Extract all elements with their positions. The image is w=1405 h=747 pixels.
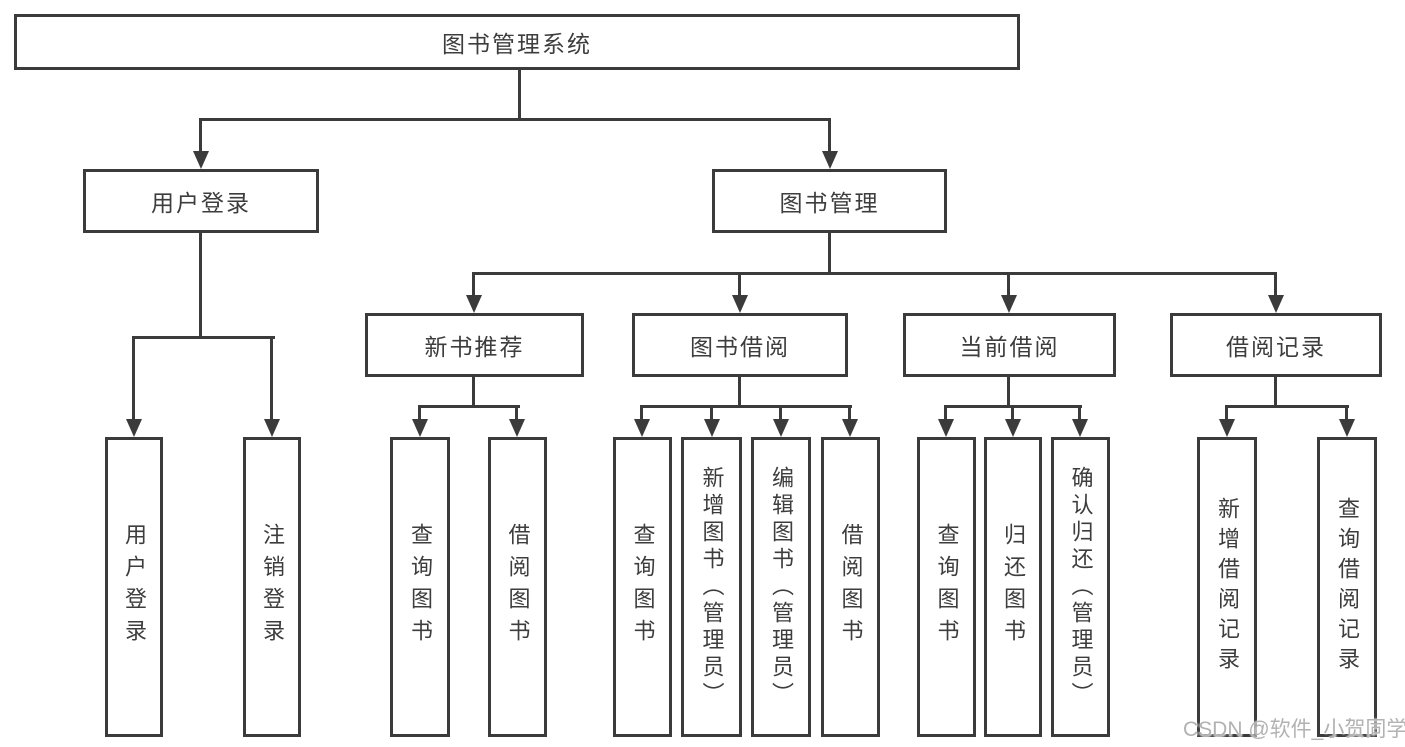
leaf-query-books-borrow: 查询图书 (613, 437, 672, 737)
connector-vline (1345, 405, 1348, 420)
arrow-down-icon (822, 151, 838, 169)
connector-vline (779, 405, 782, 420)
node-label: 用户登录 (151, 190, 251, 216)
connector-hline (134, 336, 275, 339)
arrow-down-icon (634, 419, 650, 437)
connector-vline (132, 336, 135, 420)
connector-vline (518, 70, 521, 120)
connector-vline (1007, 377, 1010, 405)
node-library-system: 图书管理系统 (14, 14, 1020, 70)
node-label: 图书管理 (779, 190, 880, 216)
watermark: CSDN @软件_小贺同学 (1183, 718, 1405, 741)
node-label: 查询图书 (630, 523, 656, 651)
arrow-down-icon (732, 295, 748, 313)
arrow-down-icon (1005, 419, 1021, 437)
connector-hline (199, 118, 831, 121)
arrow-down-icon (193, 151, 209, 169)
node-label: 用户登录 (122, 523, 147, 651)
arrow-down-icon (1072, 419, 1088, 437)
connector-hline (642, 405, 852, 408)
connector-vline (738, 377, 741, 405)
connector-vline (848, 405, 851, 420)
connector-vline (738, 272, 741, 296)
node-borrowing-records: 借阅记录 (1170, 313, 1382, 377)
connector-vline (1078, 405, 1081, 420)
leaf-return-books: 归还图书 (984, 437, 1042, 737)
node-label: 借阅图书 (505, 523, 531, 651)
arrow-down-icon (466, 295, 482, 313)
node-label: 新增图书（管理员） (699, 465, 725, 709)
connector-hline (1227, 405, 1349, 408)
connector-vline (828, 233, 831, 272)
leaf-logout: 注销登录 (243, 437, 301, 737)
leaf-edit-books-admin: 编辑图书（管理员） (751, 437, 811, 737)
leaf-add-books-admin: 新增图书（管理员） (681, 437, 742, 737)
leaf-confirm-return-admin: 确认归还（管理员） (1051, 437, 1110, 737)
leaf-user-login: 用户登录 (105, 437, 163, 737)
arrow-down-icon (412, 419, 428, 437)
node-label: 注销登录 (260, 523, 285, 651)
node-label: 借阅记录 (1226, 334, 1326, 360)
connector-hline (474, 272, 1277, 275)
connector-vline (515, 405, 518, 420)
node-label: 新书推荐 (424, 334, 525, 360)
leaf-borrow-books-recommend: 借阅图书 (488, 437, 547, 737)
arrow-down-icon (1219, 419, 1235, 437)
node-label: 归还图书 (1001, 523, 1026, 651)
arrow-down-icon (509, 419, 525, 437)
node-user-login: 用户登录 (83, 169, 319, 233)
leaf-query-books-current: 查询图书 (917, 437, 976, 737)
arrow-down-icon (126, 419, 142, 437)
node-label: 查询借阅记录 (1335, 497, 1360, 677)
node-book-borrowing: 图书借阅 (632, 313, 848, 377)
connector-vline (472, 272, 475, 296)
arrow-down-icon (1268, 295, 1284, 313)
connector-vline (1225, 405, 1228, 420)
connector-vline (944, 405, 947, 420)
node-label: 新增借阅记录 (1215, 497, 1240, 677)
connector-vline (199, 233, 202, 336)
connector-vline (1011, 405, 1014, 420)
connector-hline (946, 405, 1082, 408)
arrow-down-icon (1001, 295, 1017, 313)
arrow-down-icon (704, 419, 720, 437)
arrow-down-icon (773, 419, 789, 437)
node-current-borrowing: 当前借阅 (903, 313, 1116, 377)
node-label: 编辑图书（管理员） (769, 465, 794, 709)
connector-vline (710, 405, 713, 420)
arrow-down-icon (842, 419, 858, 437)
node-label: 图书管理系统 (442, 31, 592, 57)
node-label: 查询图书 (408, 523, 433, 651)
connector-vline (472, 377, 475, 405)
connector-hline (420, 405, 520, 408)
connector-vline (640, 405, 643, 420)
leaf-query-books-recommend: 查询图书 (390, 437, 450, 737)
leaf-add-borrow-record: 新增借阅记录 (1197, 437, 1257, 737)
leaf-query-borrow-record: 查询借阅记录 (1317, 437, 1377, 737)
node-label: 当前借阅 (959, 334, 1060, 360)
connector-vline (418, 405, 421, 420)
arrow-down-icon (938, 419, 954, 437)
node-label: 借阅图书 (838, 523, 864, 651)
node-label: 确认归还（管理员） (1068, 465, 1094, 709)
arrow-down-icon (1339, 419, 1355, 437)
leaf-borrow-books: 借阅图书 (821, 437, 880, 737)
arrow-down-icon (264, 419, 280, 437)
node-new-book-recommendation: 新书推荐 (365, 313, 584, 377)
connector-vline (1007, 272, 1010, 296)
node-book-management: 图书管理 (712, 169, 947, 233)
connector-vline (828, 118, 831, 152)
connector-vline (270, 336, 273, 420)
connector-vline (1274, 377, 1277, 405)
node-label: 图书借阅 (690, 334, 790, 360)
connector-vline (1274, 272, 1277, 296)
connector-vline (199, 118, 202, 152)
node-label: 查询图书 (934, 523, 960, 651)
